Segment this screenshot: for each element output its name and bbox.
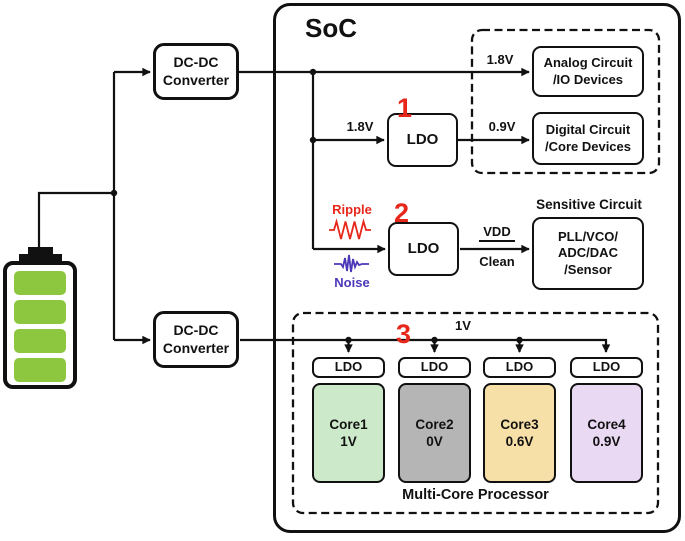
- sensitive-circuit-title: Sensitive Circuit: [536, 197, 642, 212]
- junction-dots: [110, 68, 523, 344]
- core1-voltage: 1V: [340, 434, 357, 449]
- ldo1-label: LDO: [406, 130, 439, 148]
- soc-title: SoC: [305, 13, 357, 43]
- digital-line2: /Core Devices: [545, 138, 631, 154]
- dcdc-label-line2: Converter: [162, 71, 230, 88]
- dcdc-converter-bottom: DC-DC Converter: [153, 311, 239, 368]
- multicore-dashed-group: [291, 311, 660, 515]
- soc-boundary: [273, 3, 681, 533]
- core2-ldo-label: LDO: [420, 359, 449, 375]
- voltage-label-1v8-analog: 1.8V: [486, 52, 514, 67]
- rail-1v: [240, 338, 611, 353]
- ldo2-label: LDO: [407, 239, 440, 257]
- battery-wire: [37, 191, 114, 250]
- clean-label: Clean: [479, 254, 515, 269]
- core2-ldo-box: LDO: [398, 357, 471, 378]
- vdd-label: VDD: [479, 224, 515, 243]
- dcdc-label-line1: DC-DC: [173, 54, 219, 70]
- battery-cell: [14, 300, 66, 324]
- digital-circuit-box: Digital Circuit /Core Devices: [532, 112, 644, 165]
- core1-ldo-box: LDO: [312, 357, 385, 378]
- dcdc-label-line2: Converter: [162, 339, 230, 356]
- sensitive-line2: ADC/DAC: [558, 245, 618, 261]
- multicore-processor-title: Multi-Core Processor: [402, 487, 549, 503]
- ripple-label: Ripple: [332, 202, 372, 217]
- core4-ldo-box: LDO: [570, 357, 643, 378]
- step-number-2: 2: [394, 198, 410, 228]
- core3-name: Core3: [500, 417, 539, 432]
- analog-circuit-box: Analog Circuit /IO Devices: [532, 46, 644, 97]
- analog-line2: /IO Devices: [552, 71, 624, 87]
- analog-line1: Analog Circuit: [543, 55, 633, 71]
- dcdc-label-line1: DC-DC: [173, 322, 219, 338]
- battery-icon: [3, 261, 77, 389]
- sensitive-line3: /Sensor: [564, 261, 612, 277]
- sensitive-line1: PLL/VCO/: [558, 229, 618, 245]
- voltage-label-1v-rail: 1V: [455, 318, 471, 333]
- battery-cell: [14, 271, 66, 295]
- digital-line1: Digital Circuit: [545, 122, 631, 138]
- ldo1-box: LDO: [387, 113, 458, 167]
- battery-terminal-base: [19, 254, 62, 263]
- battery-terminal-icon: [28, 247, 53, 255]
- voltage-label-0v9: 0.9V: [488, 119, 516, 134]
- core4-box: Core4 0.9V: [570, 383, 643, 483]
- battery-cell: [14, 358, 66, 382]
- core4-name: Core4: [587, 417, 626, 432]
- core3-ldo-box: LDO: [483, 357, 556, 378]
- core2-box: Core2 0V: [398, 383, 471, 483]
- dcdc-converter-top: DC-DC Converter: [153, 43, 239, 100]
- ripple-waveform-icon: [329, 218, 371, 240]
- ldo2-box: LDO: [388, 222, 459, 276]
- noise-label: Noise: [334, 275, 370, 290]
- core2-voltage: 0V: [426, 434, 443, 449]
- core3-ldo-label: LDO: [505, 359, 534, 375]
- voltage-label-1v8-ldo1: 1.8V: [346, 119, 374, 134]
- core4-ldo-label: LDO: [592, 359, 621, 375]
- step-number-3: 3: [396, 319, 412, 349]
- sensitive-circuit-box: PLL/VCO/ ADC/DAC /Sensor: [532, 217, 644, 290]
- core1-ldo-label: LDO: [334, 359, 363, 375]
- battery-cell: [14, 329, 66, 353]
- core1-box: Core1 1V: [312, 383, 385, 483]
- io-devices-dashed-group: [470, 28, 661, 175]
- step-number-1: 1: [397, 93, 413, 123]
- core3-box: Core3 0.6V: [483, 383, 556, 483]
- core4-voltage: 0.9V: [592, 434, 621, 449]
- core3-voltage: 0.6V: [505, 434, 534, 449]
- core2-name: Core2: [415, 417, 454, 432]
- noise-waveform-icon: [334, 254, 369, 273]
- core1-name: Core1: [329, 417, 368, 432]
